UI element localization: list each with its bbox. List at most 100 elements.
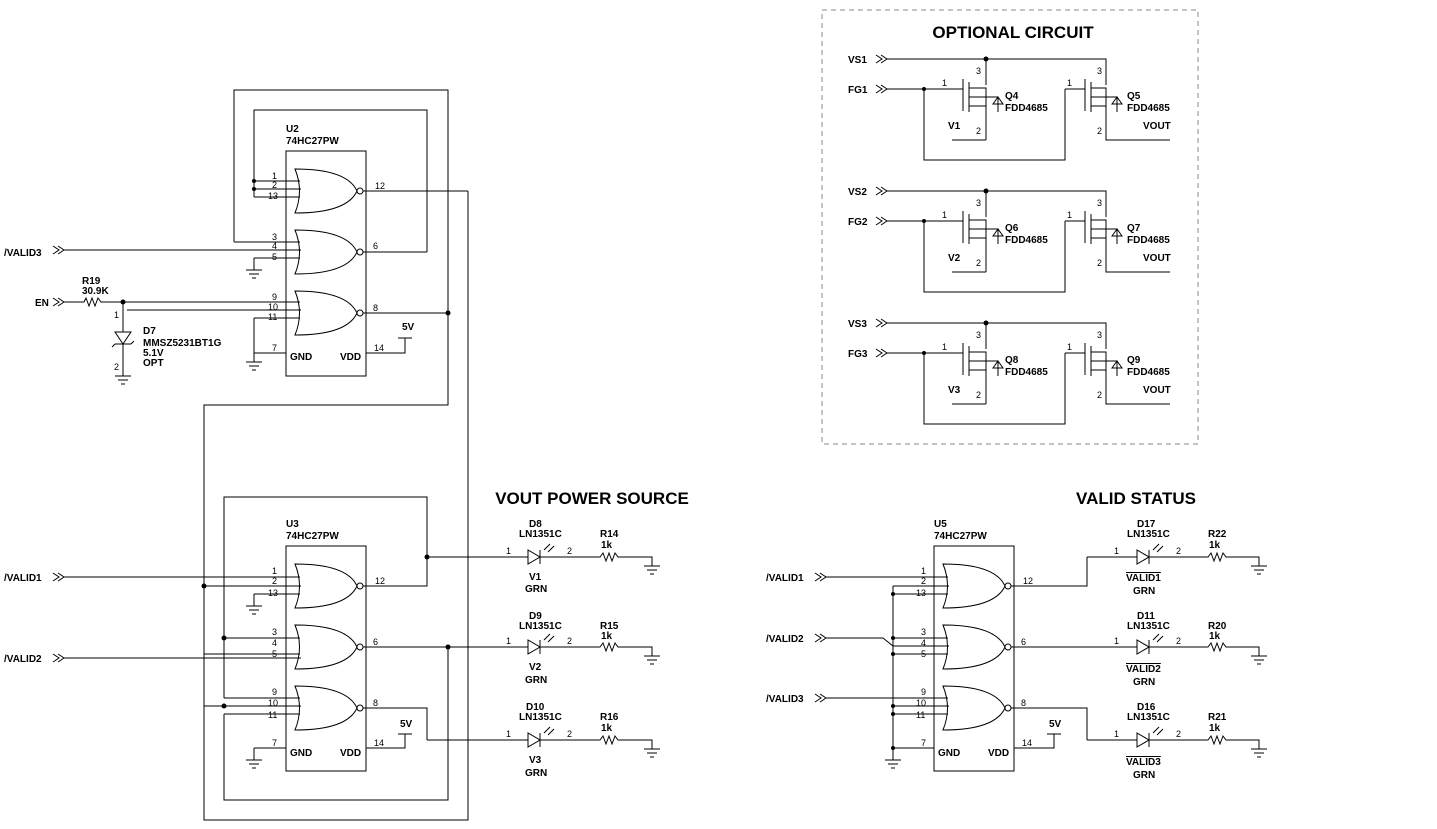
nor-gate-u3-c: [294, 685, 358, 731]
junction-dot: [922, 351, 926, 355]
light-arrows-icon: [543, 726, 555, 736]
q7-part: FDD4685: [1127, 235, 1170, 246]
r15-value: 1k: [601, 631, 613, 642]
q8-ref: Q8: [1005, 355, 1019, 366]
pin-label: 13: [916, 588, 926, 598]
title-optional-circuit: OPTIONAL CIRCUIT: [932, 23, 1094, 42]
pin-label: 9: [272, 292, 277, 302]
led-row-d16: 1 2 D16 LN1351C VALID3 GRN R21 1k: [1087, 702, 1267, 781]
net-label-5v: 5V: [402, 322, 415, 333]
d10-ref: D10: [526, 702, 545, 713]
ic-u2-ref: U2: [286, 124, 299, 135]
pin-label: 2: [114, 362, 119, 372]
connector-arrow-icon: [875, 318, 888, 358]
net-label-v2: V2: [948, 253, 961, 264]
net-label-5v: 5V: [1049, 719, 1062, 730]
connector-arrow-icon: [814, 693, 827, 703]
junction-dot: [891, 652, 895, 656]
net-label-fg3: FG3: [848, 349, 868, 360]
ic-u5-gnd-label: GND: [938, 748, 960, 759]
nor-gate-u5-c: [942, 685, 1006, 731]
u2-output-wires: [254, 190, 468, 354]
pin-label: 2: [921, 576, 926, 586]
net-label-5v: 5V: [400, 719, 413, 730]
ic-u5-part: 74HC27PW: [934, 531, 987, 542]
ground-icon: [644, 565, 660, 575]
pin-label: 11: [916, 710, 925, 720]
ground-icon: [1251, 748, 1267, 758]
zener-diode-d7: [111, 302, 135, 376]
pin-label: 6: [373, 637, 378, 647]
net-label-valid1: /VALID1: [766, 573, 804, 584]
nor-bubble: [356, 704, 364, 712]
d16-net: VALID3: [1126, 757, 1161, 768]
title-vout-power-source: VOUT POWER SOURCE: [495, 489, 689, 508]
title-valid-status: VALID STATUS: [1076, 489, 1196, 508]
pin-label: 8: [1021, 698, 1026, 708]
led-d11-symbol: [1087, 639, 1260, 656]
nor-gate-u2-c: [294, 290, 358, 336]
pin-label: 4: [921, 638, 926, 648]
pin-label: 12: [375, 181, 385, 191]
light-arrows-icon: [543, 633, 555, 643]
resistor-r19: [52, 296, 127, 308]
junction-dot: [983, 188, 989, 194]
q7-ref: Q7: [1127, 223, 1141, 234]
connector-arrow-icon: [875, 186, 888, 226]
pin-label: 10: [268, 698, 278, 708]
r19-value: 30.9K: [82, 286, 109, 297]
ic-u5: U5 74HC27PW GND VDD 1 2 13 3 4 5 9 10 11…: [826, 519, 1088, 772]
pin-label: 14: [374, 738, 384, 748]
junction-dot: [891, 704, 895, 708]
net-label-valid3: /VALID3: [4, 248, 42, 259]
u2-feedback-wires: [233, 89, 449, 362]
d10-net: V3: [529, 755, 542, 766]
u5-output-wires: [1011, 557, 1088, 749]
junction-dot: [891, 636, 895, 640]
ic-u5-ref: U5: [934, 519, 947, 530]
d16-color: GRN: [1133, 770, 1155, 781]
pin-label: 1: [942, 78, 947, 88]
junction-dot: [891, 592, 895, 596]
d17-part: LN1351C: [1127, 529, 1170, 540]
pin-label: 2: [1097, 390, 1102, 400]
led-row-d8: 1 2 D8 LN1351C V1 GRN R14 1k: [427, 519, 660, 595]
pin-label: 1: [1114, 729, 1119, 739]
led-d9-symbol: [448, 639, 653, 656]
nor-bubble: [1004, 704, 1012, 712]
q9-part: FDD4685: [1127, 367, 1170, 378]
ground-icon: [1251, 655, 1267, 665]
ic-u5-vdd-label: VDD: [988, 748, 1009, 759]
body-diode-icon: [992, 360, 1123, 369]
pin-label: 6: [1021, 637, 1026, 647]
pin-label: 1: [272, 566, 277, 576]
d8-part: LN1351C: [519, 529, 562, 540]
pin-label: 1: [921, 566, 926, 576]
junction-dot: [201, 583, 207, 589]
pin-label: 2: [567, 729, 572, 739]
pin-label: 7: [272, 738, 277, 748]
pin-label: 12: [375, 576, 385, 586]
pin-label: 9: [272, 687, 277, 697]
ground-icon: [644, 748, 660, 758]
pin-label: 1: [506, 729, 511, 739]
pin-label: 10: [268, 302, 278, 312]
net-label-vs1: VS1: [848, 55, 867, 66]
r14-ref: R14: [600, 529, 619, 540]
d11-ref: D11: [1137, 611, 1155, 622]
pin-label: 2: [1176, 729, 1181, 739]
pin-label: 13: [268, 588, 278, 598]
pin-label: 9: [921, 687, 926, 697]
pin-label: 13: [268, 191, 278, 201]
pin-label: 2: [567, 546, 572, 556]
pin-label: 8: [373, 303, 378, 313]
connector-arrow-icon: [52, 245, 65, 255]
led-d16-symbol: [1087, 732, 1260, 749]
body-diode-icon: [992, 228, 1123, 237]
light-arrows-icon: [1152, 543, 1164, 553]
nor-gate-u3-b: [294, 624, 358, 670]
net-label-vout: VOUT: [1143, 253, 1171, 264]
mosfet-row-3: VS3 FG3 1 1 3 3 2 2 Q8 FDD4685 Q9 FDD468…: [848, 318, 1171, 425]
q6-part: FDD4685: [1005, 235, 1048, 246]
